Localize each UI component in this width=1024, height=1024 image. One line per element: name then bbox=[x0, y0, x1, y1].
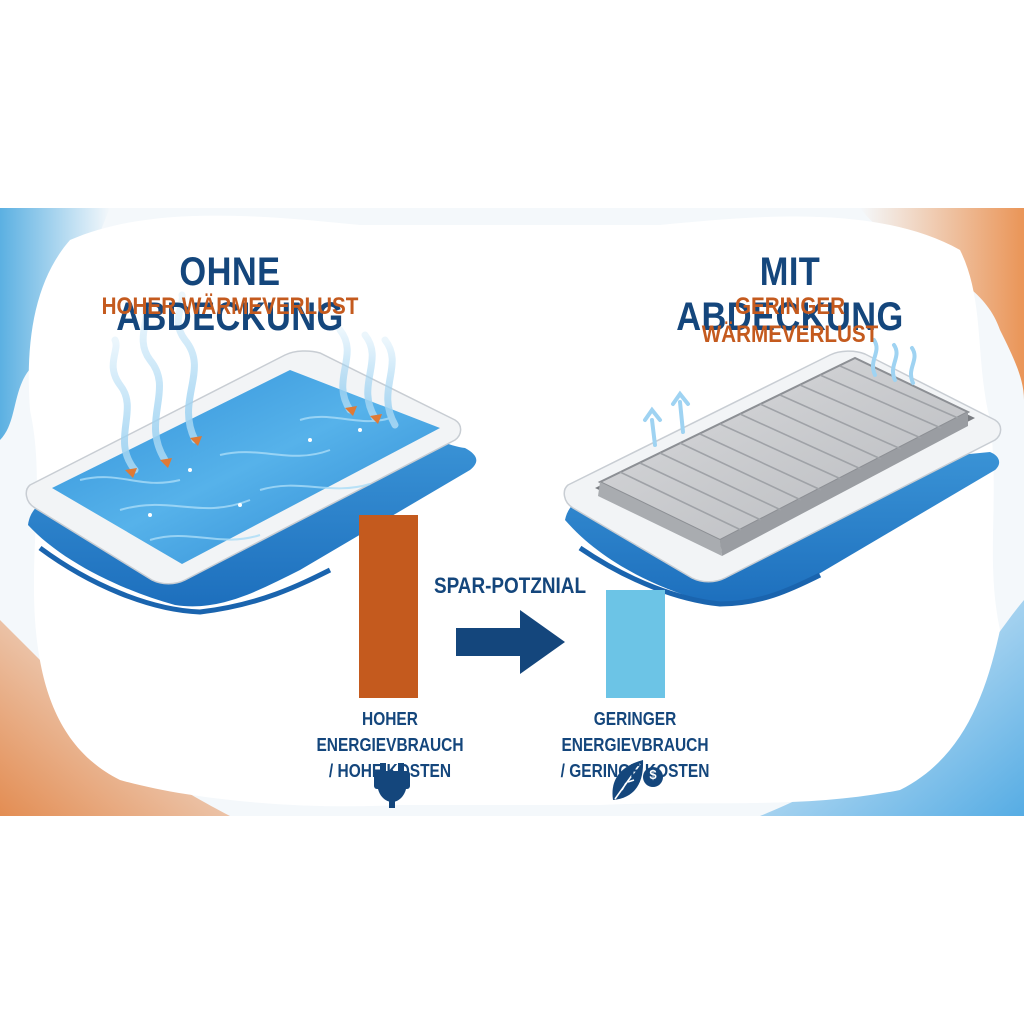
dollar-symbol: $ bbox=[649, 767, 657, 782]
left-energy-label: HOHER ENERGIEVBRAUCH / HOHE KOSTEN bbox=[295, 706, 484, 784]
left-title: OHNE ABDECKUNG bbox=[116, 250, 344, 339]
right-energy-line2: / GERINGE KOSTEN bbox=[560, 761, 710, 781]
power-plug-icon bbox=[374, 763, 410, 808]
bar-high-energy bbox=[359, 515, 418, 698]
leaf-dollar-icon bbox=[612, 760, 663, 800]
left-subtitle: HOHER WÄRMEVERLUST bbox=[101, 293, 359, 320]
heat-loss-steam-left bbox=[109, 291, 399, 478]
left-energy-line2: / HOHE KOSTEN bbox=[328, 761, 452, 781]
right-energy-line1: GERINGER ENERGIEVBRAUCH bbox=[561, 709, 709, 755]
covered-pool bbox=[563, 350, 1002, 607]
left-energy-line1: HOHER ENERGIEVBRAUCH bbox=[316, 709, 464, 755]
comparison-bars bbox=[359, 515, 665, 698]
savings-label: SPAR-POTZNIAL bbox=[433, 573, 587, 598]
right-energy-label: GERINGER ENERGIEVBRAUCH / GERINGE KOSTEN bbox=[536, 706, 734, 784]
right-subtitle: GERINGER WÄRMEVERLUST bbox=[701, 293, 879, 348]
savings-arrow bbox=[456, 610, 565, 674]
right-title: MIT ABDECKUNG bbox=[676, 250, 904, 339]
heat-loss-steam-right bbox=[643, 338, 917, 447]
bar-low-energy bbox=[606, 590, 665, 698]
